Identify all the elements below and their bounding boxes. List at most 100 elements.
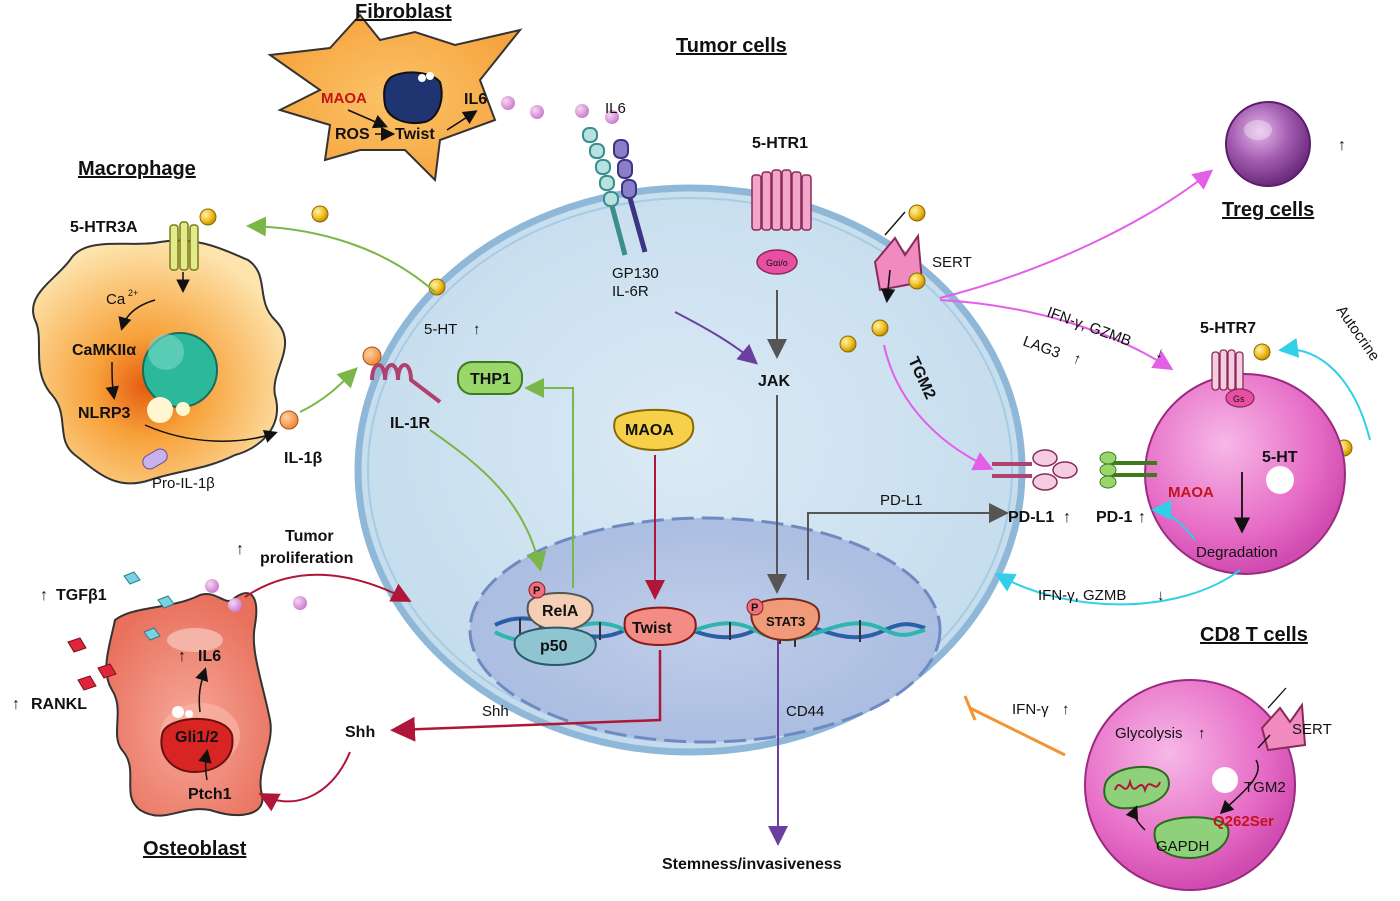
thp1-protein bbox=[457, 361, 523, 395]
maoa-protein-tumor bbox=[613, 408, 695, 452]
tgfb1-up: ↑ bbox=[40, 587, 48, 604]
prolif-label-1: Tumor bbox=[285, 528, 334, 545]
rankl-up: ↑ bbox=[12, 696, 20, 713]
tgm2-label-cd8: TGM2 bbox=[1244, 779, 1286, 796]
stemness-label: Stemness/invasiveness bbox=[662, 856, 842, 873]
nlrp3-label: NLRP3 bbox=[78, 405, 131, 422]
fibroblast-cell bbox=[267, 13, 523, 183]
treg-cell bbox=[1225, 101, 1311, 187]
rankl-label: RANKL bbox=[31, 696, 87, 713]
twist-protein-tumor bbox=[623, 606, 697, 647]
rela-p: P bbox=[533, 585, 540, 597]
fibroblast-maoa: MAOA bbox=[321, 90, 367, 107]
ht-up-arrow: ↑ bbox=[473, 321, 481, 338]
gs-label: Gs bbox=[1233, 394, 1245, 404]
rela-protein bbox=[526, 581, 594, 632]
fibroblast-nucleus bbox=[383, 71, 443, 124]
stat3-protein bbox=[746, 597, 821, 642]
macrophage-title: Macrophage bbox=[78, 158, 196, 180]
gapdh-protein bbox=[1153, 816, 1230, 860]
il1b-molecule bbox=[279, 410, 299, 430]
htr3a-receptor bbox=[169, 221, 199, 293]
pdl1-up-arrow: ↑ bbox=[1063, 509, 1071, 526]
gai-label: Gαi/o bbox=[766, 258, 788, 268]
pdl1-label: PD-L1 bbox=[1008, 509, 1054, 526]
sert-label-cd8: SERT bbox=[1292, 721, 1332, 738]
htr3a-label: 5-HTR3A bbox=[70, 219, 138, 236]
shh-label: Shh bbox=[345, 724, 375, 741]
pd1-label: PD-1 bbox=[1096, 509, 1133, 526]
treg-up-arrow: ↑ bbox=[1338, 137, 1346, 154]
cd8-title: CD8 T cells bbox=[1200, 624, 1308, 646]
htr7-label: 5-HTR7 bbox=[1200, 320, 1256, 337]
fibroblast-twist: Twist bbox=[395, 126, 435, 143]
treg-title: Treg cells bbox=[1222, 199, 1314, 221]
tumor-title: Tumor cells bbox=[676, 35, 787, 57]
fibroblast-ros: ROS bbox=[335, 126, 370, 143]
ifn-gzmb-down: ↓ bbox=[1154, 344, 1167, 363]
gp130-label: GP130 bbox=[612, 265, 659, 282]
tgfb1-label: TGFβ1 bbox=[56, 587, 107, 604]
p50-label: p50 bbox=[540, 638, 568, 655]
twist-label-tumor: Twist bbox=[632, 620, 672, 637]
htr1-receptor bbox=[751, 169, 812, 275]
gli-label: Gli1/2 bbox=[175, 729, 219, 746]
ifn-gzmb2-label: IFN-γ, GZMB bbox=[1038, 587, 1126, 604]
ifn-gzmb-label: IFN-γ, GZMB bbox=[1045, 304, 1134, 350]
stat3-p: P bbox=[751, 602, 758, 614]
tumor-cell bbox=[354, 184, 1026, 756]
ifn-gzmb2-down: ↓ bbox=[1157, 587, 1165, 604]
p50-protein bbox=[513, 626, 597, 667]
degradation-label: Degradation bbox=[1196, 544, 1278, 561]
il6-label: IL6 bbox=[605, 100, 626, 117]
prolif-label-2: proliferation bbox=[260, 550, 353, 567]
pdl1-receptor bbox=[992, 449, 1078, 491]
maoa-label-cd8: MAOA bbox=[1168, 484, 1214, 501]
il1b-label: IL-1β bbox=[284, 450, 322, 467]
pd1-receptor bbox=[1099, 451, 1157, 489]
htr7-receptor bbox=[1211, 349, 1255, 408]
il1r-label: IL-1R bbox=[390, 415, 430, 432]
fibroblast-title: Fibroblast bbox=[355, 1, 452, 23]
il1r-receptor bbox=[362, 346, 442, 404]
tumor-nucleus bbox=[468, 516, 942, 744]
maoa-label-tumor: MAOA bbox=[625, 422, 674, 439]
rela-label: RelA bbox=[542, 603, 579, 620]
ifn-g-label: IFN-γ bbox=[1012, 701, 1049, 718]
thp1-label: THP1 bbox=[470, 371, 511, 388]
macrophage-cell bbox=[32, 239, 287, 485]
glycolysis-up: ↑ bbox=[1198, 725, 1206, 742]
stat3-label: STAT3 bbox=[766, 614, 805, 629]
tgfb1-molecules bbox=[123, 571, 175, 641]
lag3-up: ↑ bbox=[1071, 350, 1084, 369]
htr1-label: 5-HTR1 bbox=[752, 135, 808, 152]
osteoblast-title: Osteoblast bbox=[143, 838, 247, 860]
jak-label: JAK bbox=[758, 373, 790, 390]
cd8-cell-lower bbox=[1084, 679, 1296, 891]
sert-label: SERT bbox=[932, 254, 972, 271]
ca-superscript: 2+ bbox=[128, 288, 138, 298]
osteoblast-cell bbox=[105, 592, 272, 817]
ifn-g-up: ↑ bbox=[1062, 701, 1070, 718]
pd1-up-arrow: ↑ bbox=[1138, 509, 1146, 526]
il6-molecules bbox=[501, 96, 619, 124]
il6r-label: IL-6R bbox=[612, 283, 649, 300]
osteo-il6-up: ↑ bbox=[178, 648, 186, 665]
lag3-label: LAG3 bbox=[1021, 333, 1063, 362]
autocrine-label: Autocrine bbox=[1333, 303, 1383, 365]
osteo-il6-label: IL6 bbox=[198, 648, 221, 665]
ht-label-cd8: 5-HT bbox=[1262, 449, 1298, 466]
fibroblast-il6: IL6 bbox=[464, 91, 487, 108]
rankl-molecules bbox=[67, 637, 117, 691]
ptch-label: Ptch1 bbox=[188, 786, 232, 803]
pdl1-gene-label: PD-L1 bbox=[880, 492, 923, 509]
ht-label-tumor: 5-HT bbox=[424, 321, 457, 338]
glycolysis-label: Glycolysis bbox=[1115, 725, 1183, 742]
prolif-up: ↑ bbox=[236, 541, 244, 558]
gp130-receptor bbox=[582, 127, 648, 256]
cd44-label: CD44 bbox=[786, 703, 824, 720]
gapdh-label: GAPDH bbox=[1156, 838, 1209, 855]
q262-label: Q262Ser bbox=[1213, 813, 1274, 830]
osteoblast-nucleus bbox=[160, 717, 234, 774]
